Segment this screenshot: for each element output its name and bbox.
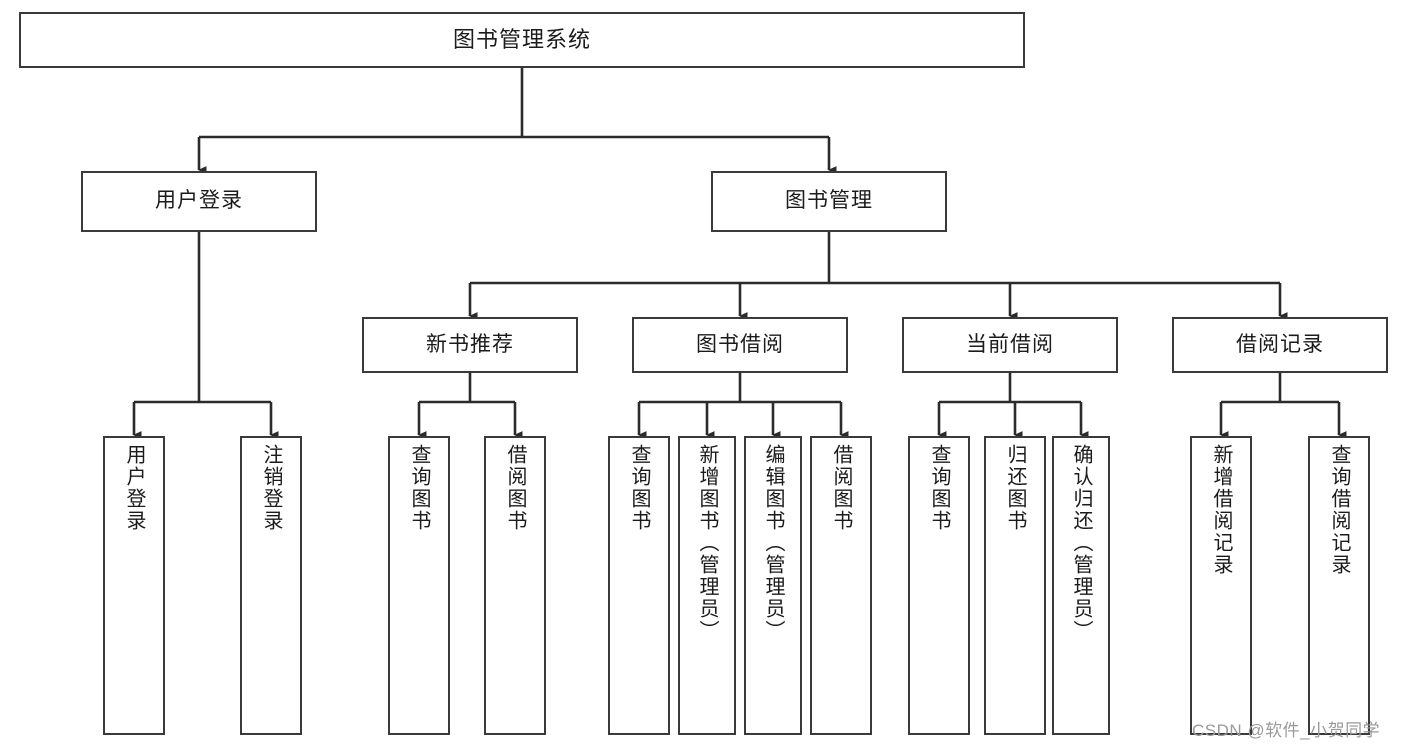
connectors-group	[132, 68, 1347, 439]
node-label-borrow-record: 借阅记录	[1236, 332, 1324, 356]
node-label-leaf-logout: 注销登录	[260, 444, 282, 532]
node-leaf-logout[interactable]: 注销登录	[240, 436, 302, 735]
node-leaf-query-book-current[interactable]: 查询图书	[908, 436, 970, 735]
node-label-leaf-borrow-book-rec: 借阅图书	[504, 444, 526, 532]
node-label-book-manage: 图书管理	[785, 189, 873, 213]
node-borrow-record[interactable]: 借阅记录	[1172, 317, 1388, 373]
node-label-leaf-confirm-return-admin: 确认归还（管理员）	[1070, 444, 1092, 642]
node-label-leaf-return-book: 归还图书	[1004, 444, 1026, 532]
node-book-manage[interactable]: 图书管理	[711, 171, 947, 232]
node-leaf-query-borrow-record[interactable]: 查询借阅记录	[1308, 436, 1370, 735]
node-new-book-recommend[interactable]: 新书推荐	[362, 317, 578, 373]
node-user-login[interactable]: 用户登录	[81, 171, 317, 232]
node-leaf-user-login[interactable]: 用户登录	[103, 436, 165, 735]
node-leaf-edit-book-admin[interactable]: 编辑图书（管理员）	[744, 436, 802, 735]
node-label-leaf-add-book-admin: 新增图书（管理员）	[696, 444, 718, 642]
node-book-borrow[interactable]: 图书借阅	[632, 317, 848, 373]
node-label-leaf-add-borrow-record: 新增借阅记录	[1210, 444, 1232, 576]
node-label-leaf-query-borrow-record: 查询借阅记录	[1328, 444, 1350, 576]
node-label-leaf-user-login: 用户登录	[123, 444, 145, 532]
node-leaf-query-book-borrow[interactable]: 查询图书	[608, 436, 670, 735]
node-leaf-borrow-book-rec[interactable]: 借阅图书	[484, 436, 546, 735]
node-label-root: 图书管理系统	[452, 27, 591, 53]
node-label-leaf-query-book-borrow: 查询图书	[628, 444, 650, 532]
node-label-leaf-query-book-current: 查询图书	[928, 444, 950, 532]
node-label-current-borrow: 当前借阅	[966, 332, 1054, 356]
csdn-watermark: CSDN @软件_小贺同学	[1192, 721, 1381, 740]
node-current-borrow[interactable]: 当前借阅	[902, 317, 1118, 373]
node-leaf-borrow-book-borrow[interactable]: 借阅图书	[810, 436, 872, 735]
node-label-new-book-recommend: 新书推荐	[426, 332, 514, 356]
node-leaf-add-borrow-record[interactable]: 新增借阅记录	[1190, 436, 1252, 735]
node-leaf-query-book-rec[interactable]: 查询图书	[388, 436, 450, 735]
node-label-leaf-query-book-rec: 查询图书	[408, 444, 430, 532]
node-label-book-borrow: 图书借阅	[696, 332, 784, 356]
node-label-leaf-edit-book-admin: 编辑图书（管理员）	[762, 444, 784, 642]
node-leaf-return-book[interactable]: 归还图书	[984, 436, 1046, 735]
node-leaf-add-book-admin[interactable]: 新增图书（管理员）	[678, 436, 736, 735]
node-leaf-confirm-return-admin[interactable]: 确认归还（管理员）	[1052, 436, 1110, 735]
node-label-leaf-borrow-book-borrow: 借阅图书	[830, 444, 852, 532]
node-root[interactable]: 图书管理系统	[19, 12, 1025, 68]
node-label-user-login: 用户登录	[155, 189, 243, 213]
